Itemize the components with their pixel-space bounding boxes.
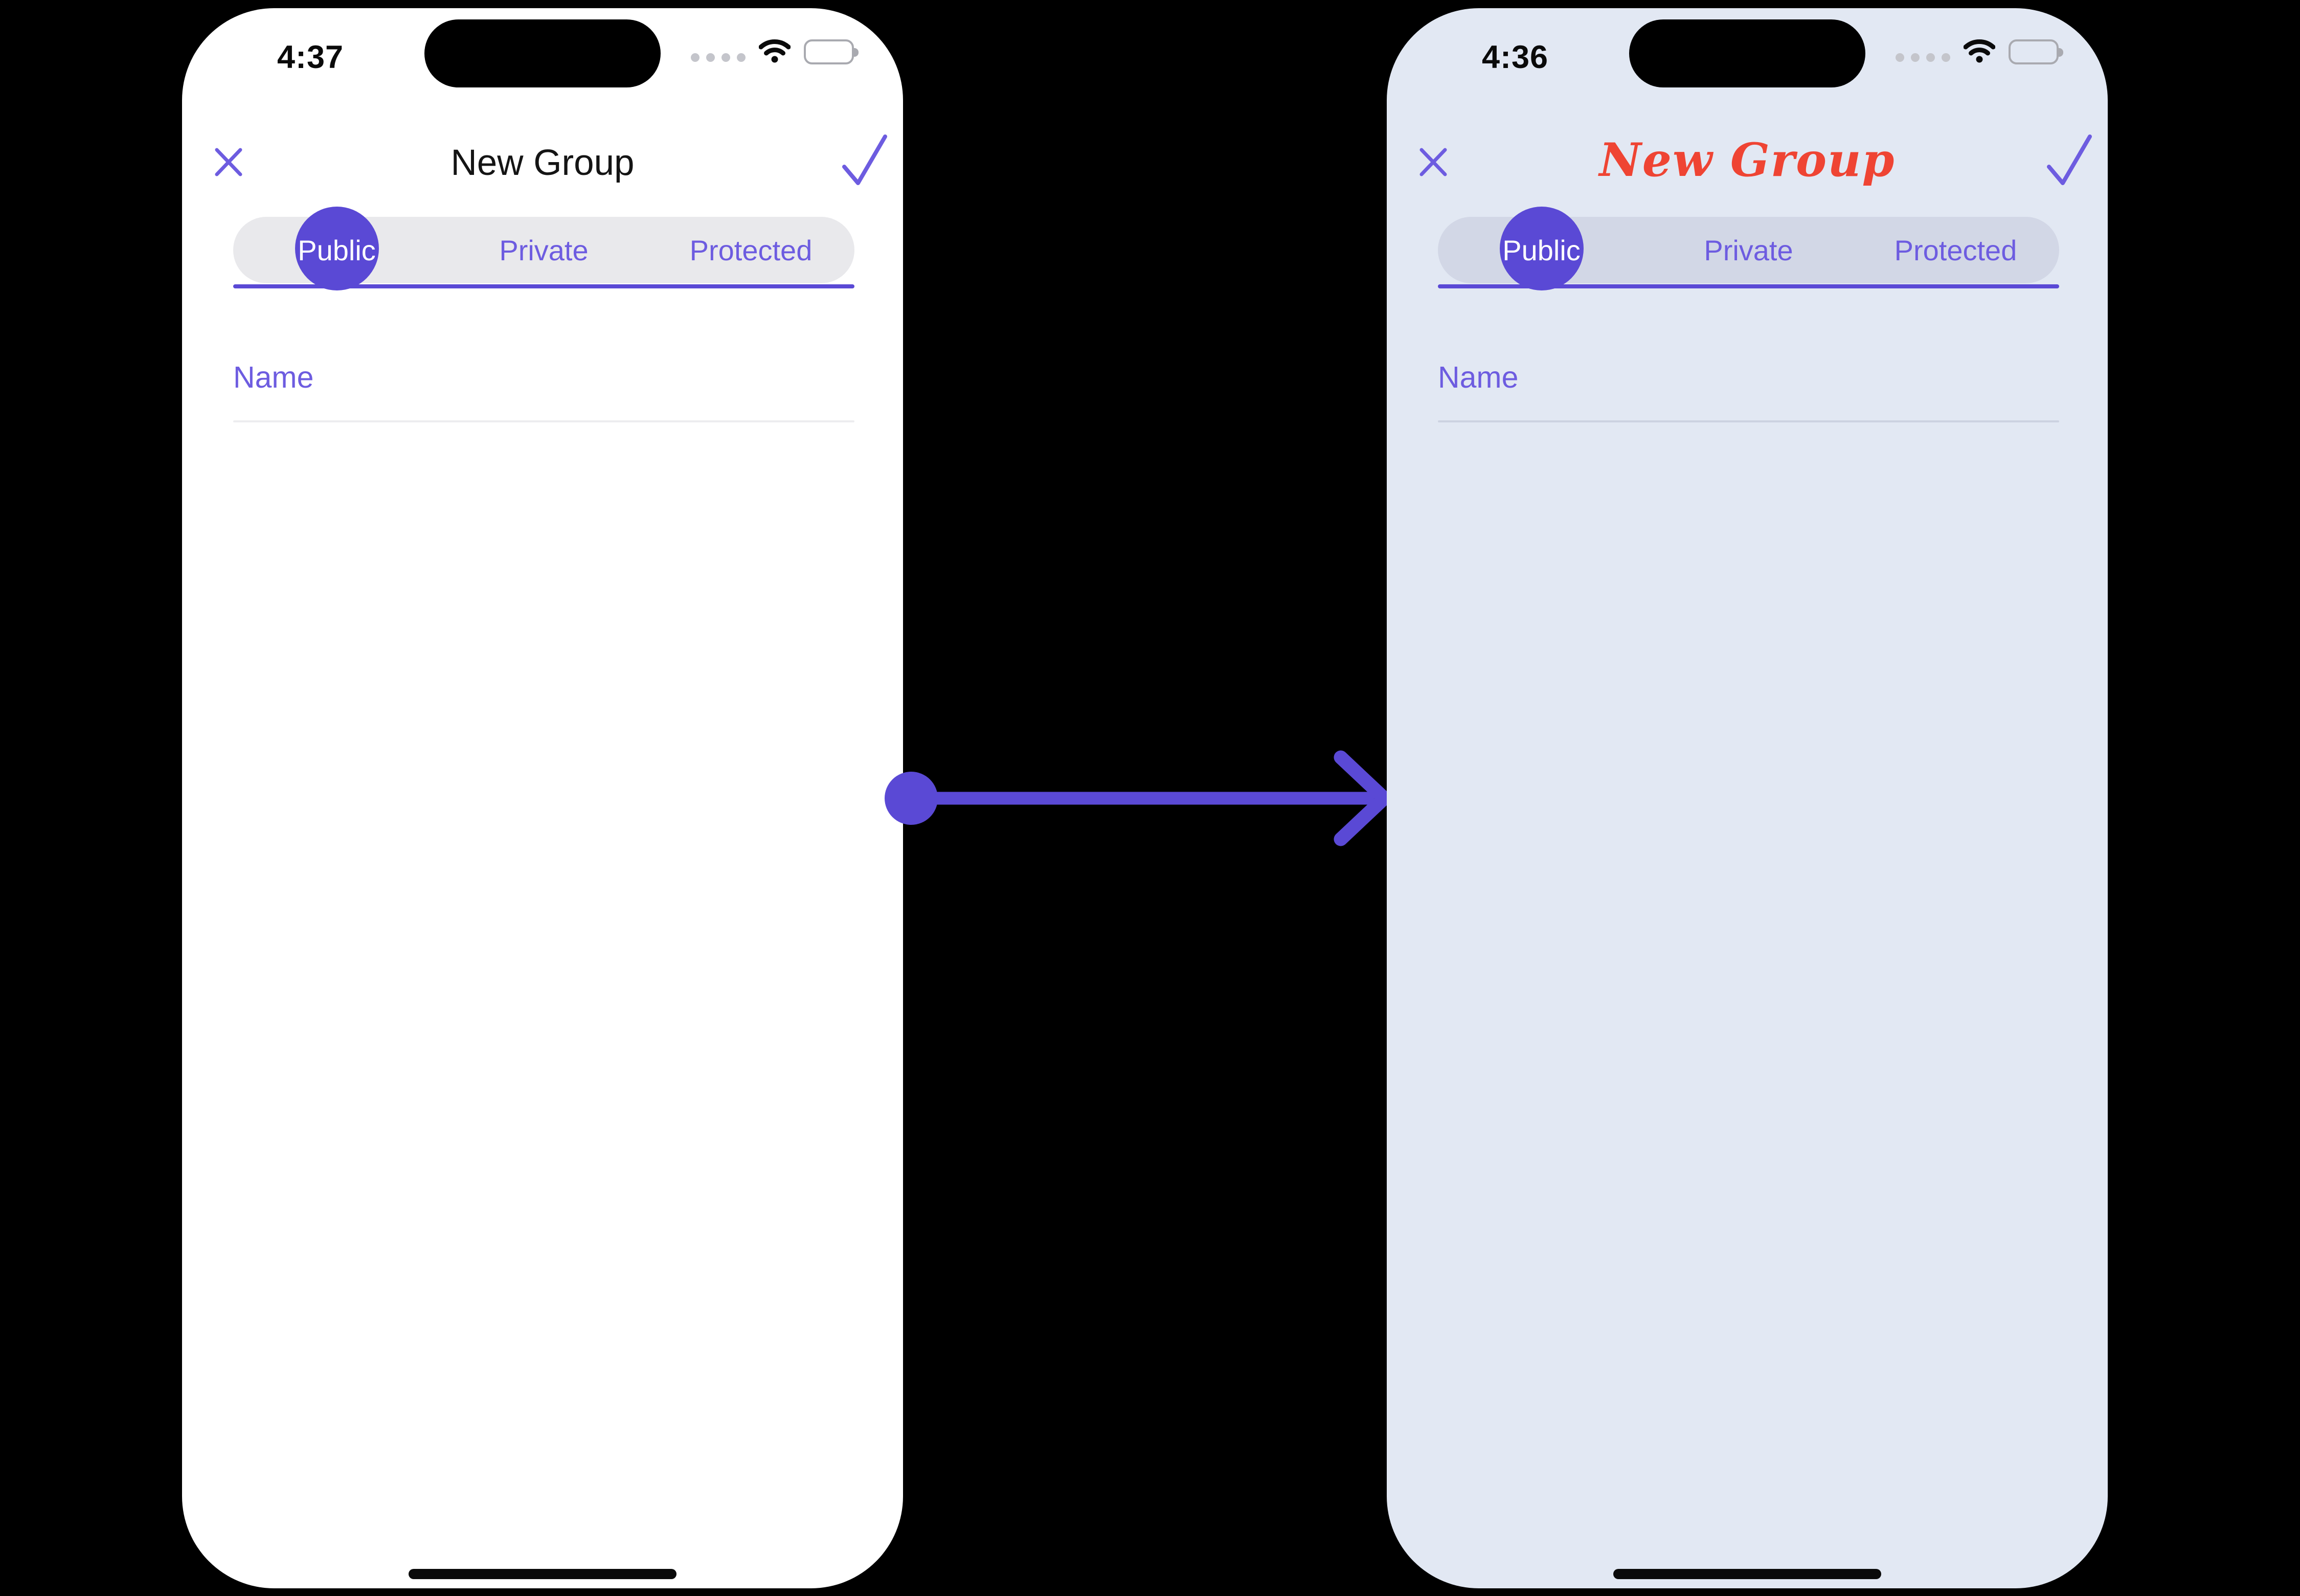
close-icon (1419, 148, 1447, 176)
tab-public[interactable]: Public (1502, 234, 1581, 266)
home-indicator[interactable] (409, 1569, 677, 1579)
name-input[interactable] (233, 360, 693, 395)
tabs-underline (1438, 284, 2059, 288)
arrow-icon (885, 750, 1391, 846)
selected-tab-indicator (295, 207, 379, 290)
confirm-button[interactable] (842, 133, 888, 186)
tab-private[interactable]: Private (1704, 234, 1793, 266)
cellular-signal-icon (1896, 53, 1950, 62)
name-field-underline (1438, 420, 2059, 422)
status-bar-icons (1896, 38, 2063, 65)
dynamic-island (424, 19, 661, 87)
tabs-underline (233, 284, 854, 288)
page-title: New Group (450, 143, 635, 183)
status-time: 4:37 (277, 39, 344, 75)
battery-icon (804, 39, 859, 64)
confirm-button[interactable] (2046, 133, 2092, 186)
status-bar-icons (691, 38, 859, 65)
home-indicator[interactable] (1613, 1569, 1881, 1579)
transition-arrow (881, 739, 1397, 857)
phone-screen-after: 4:36 New Group Public Private Protected (1387, 8, 2108, 1588)
cellular-signal-icon (691, 53, 746, 62)
check-icon (842, 134, 887, 185)
battery-icon (2009, 39, 2063, 64)
close-button[interactable] (1418, 146, 1449, 179)
close-button[interactable] (214, 146, 244, 179)
visibility-tabs: Public Private Protected (233, 207, 854, 290)
name-field-underline (233, 420, 854, 422)
tab-protected[interactable]: Protected (1894, 234, 2017, 266)
selected-tab-indicator (1500, 207, 1584, 290)
close-icon (215, 148, 242, 176)
visibility-tabs: Public Private Protected (1438, 207, 2059, 290)
status-time: 4:36 (1482, 39, 1549, 75)
check-icon (2047, 134, 2092, 185)
wifi-icon (758, 38, 791, 65)
tab-private[interactable]: Private (499, 234, 589, 266)
page-title: New Group (1599, 133, 1896, 187)
tab-public[interactable]: Public (298, 234, 376, 266)
dynamic-island (1629, 19, 1865, 87)
name-input[interactable] (1438, 360, 1898, 395)
phone-screen-before: 4:37 New Group Public Private Protected (182, 8, 903, 1588)
wifi-icon (1963, 38, 1996, 65)
tab-protected[interactable]: Protected (689, 234, 813, 266)
